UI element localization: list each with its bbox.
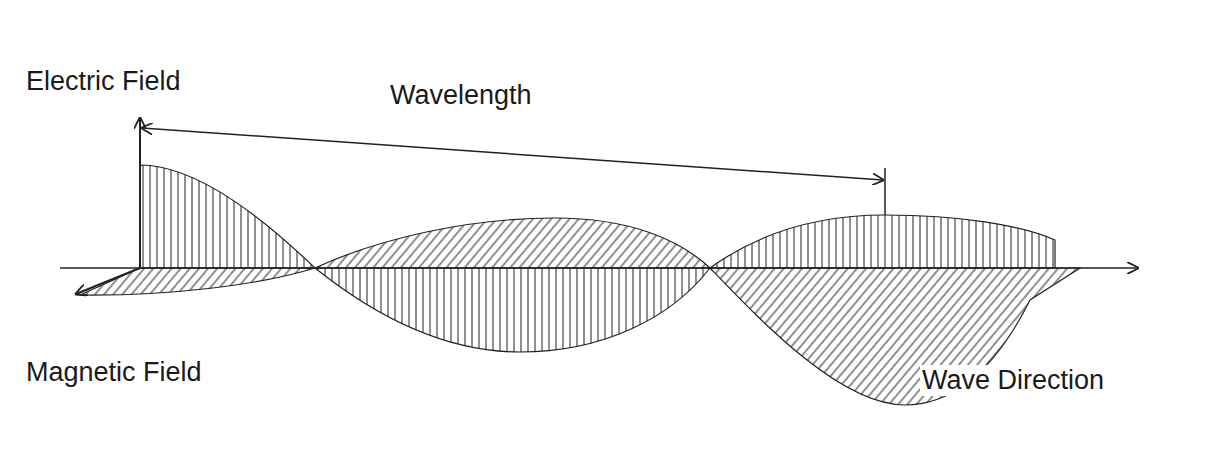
magnetic-lobe [80, 268, 315, 295]
wave-label: Electric Field [24, 66, 183, 97]
wave-label: Magnetic Field [24, 357, 204, 388]
magnetic-lobe [315, 218, 710, 268]
electric-arrow [139, 118, 141, 268]
magnetic-arrow [76, 268, 140, 294]
electric-lobe [140, 165, 315, 268]
wavelength-tick [139, 118, 141, 168]
wave-label: Wave Direction [920, 365, 1106, 396]
wavelength-tick [884, 168, 886, 215]
electric-lobe [315, 268, 710, 352]
wavelength-arrow [142, 128, 883, 180]
electric-lobe [710, 215, 1055, 268]
wave-label: Wavelength [388, 80, 534, 111]
wave-axis [60, 267, 1138, 269]
